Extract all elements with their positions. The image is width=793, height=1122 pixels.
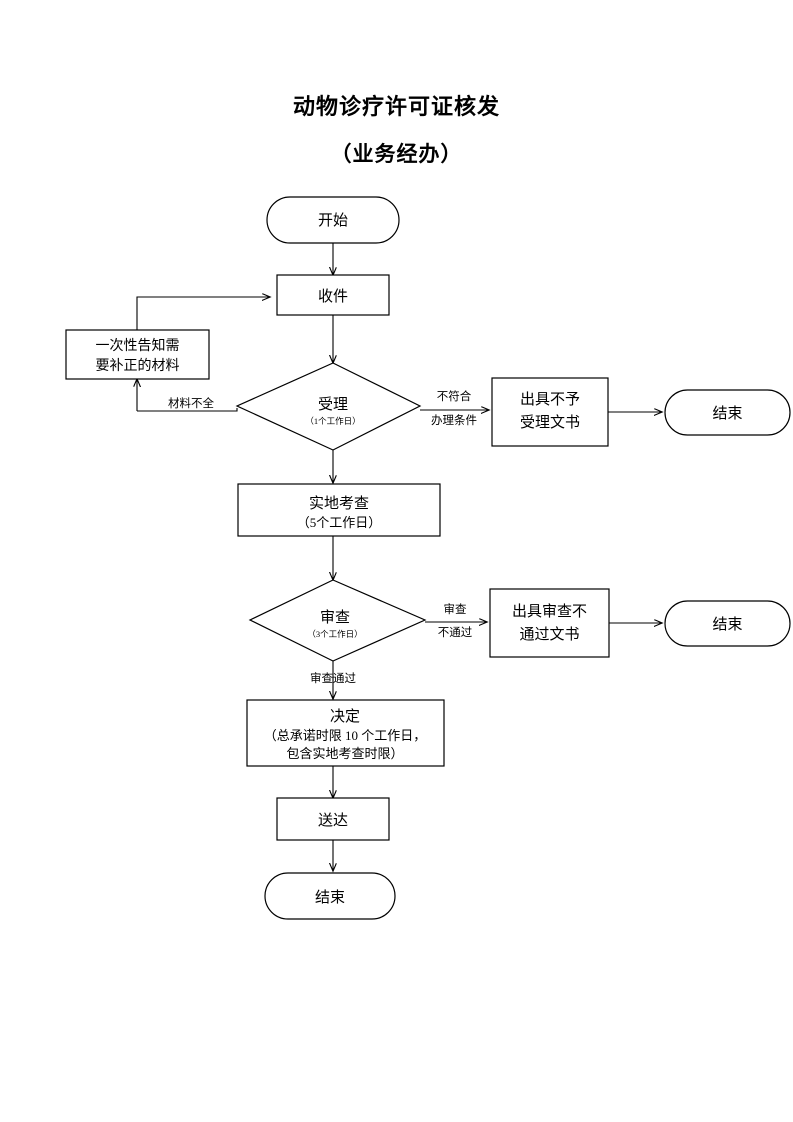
node-accept[interactable]: 受理 （1个工作日） — [235, 362, 422, 451]
node-fail-doc-line1: 出具审查不 — [512, 603, 587, 620]
node-accept-label: 受理 — [318, 396, 348, 413]
node-end-1-label: 结束 — [712, 405, 742, 422]
node-deliver-label: 送达 — [318, 812, 348, 829]
node-fail-doc-line2: 通过文书 — [519, 626, 579, 643]
edge-notify-to-receive — [136, 297, 270, 330]
title-subtitle: （业务经办） — [330, 142, 463, 166]
node-review[interactable]: 审查 （3个工作日） — [248, 579, 427, 662]
node-field-check-sublabel: （5个工作日） — [297, 515, 382, 530]
node-reject-doc-line2: 受理文书 — [520, 414, 580, 431]
node-end-3-label: 结束 — [315, 889, 345, 906]
edge-accept-to-notify-h — [137, 408, 238, 412]
title-main: 动物诊疗许可证核发 — [292, 94, 500, 119]
node-deliver[interactable]: 送达 — [276, 797, 390, 841]
node-end-3[interactable]: 结束 — [264, 872, 396, 920]
edge-label-review-pass: 审查通过 — [310, 671, 356, 685]
edge-label-review-fail-line2: 不通过 — [438, 626, 473, 639]
node-fail-document[interactable]: 出具审查不 通过文书 — [489, 588, 610, 658]
node-end-2[interactable]: 结束 — [664, 600, 791, 647]
node-field-check-label: 实地考查 — [309, 495, 369, 512]
edge-label-review-fail-line1: 审查 — [444, 602, 467, 616]
node-decision-sublabel-2: 包含实地考查时限） — [286, 746, 403, 761]
node-start-label: 开始 — [318, 212, 348, 229]
node-decision[interactable]: 决定 （总承诺时限 10 个工作日， 包含实地考查时限） — [246, 699, 445, 767]
node-start[interactable]: 开始 — [266, 196, 400, 244]
node-review-label: 审查 — [320, 609, 350, 626]
edge-label-not-qualified-line2: 办理条件 — [431, 413, 477, 427]
node-end-1[interactable]: 结束 — [664, 389, 791, 436]
node-receive-label: 收件 — [318, 288, 348, 305]
node-review-sublabel: （3个工作日） — [307, 629, 362, 639]
edge-label-not-qualified-line1: 不符合 — [437, 389, 472, 403]
edge-label-material-incomplete: 材料不全 — [168, 396, 214, 410]
node-reject-document[interactable]: 出具不予 受理文书 — [491, 377, 609, 447]
node-receive[interactable]: 收件 — [276, 274, 390, 316]
node-notify-supplement[interactable]: 一次性告知需 要补正的材料 — [65, 329, 210, 380]
node-decision-sublabel-1: （总承诺时限 10 个工作日， — [264, 728, 427, 743]
node-field-check[interactable]: 实地考查 （5个工作日） — [237, 483, 441, 537]
page-title: 动物诊疗许可证核发 （业务经办） — [0, 92, 793, 169]
node-notify-label-line1: 一次性告知需 — [96, 337, 180, 354]
node-end-2-label: 结束 — [712, 616, 742, 633]
node-decision-label: 决定 — [330, 708, 360, 725]
node-notify-label-line2: 要补正的材料 — [96, 358, 180, 374]
node-reject-doc-line1: 出具不予 — [520, 391, 580, 408]
node-accept-sublabel: （1个工作日） — [305, 416, 360, 426]
